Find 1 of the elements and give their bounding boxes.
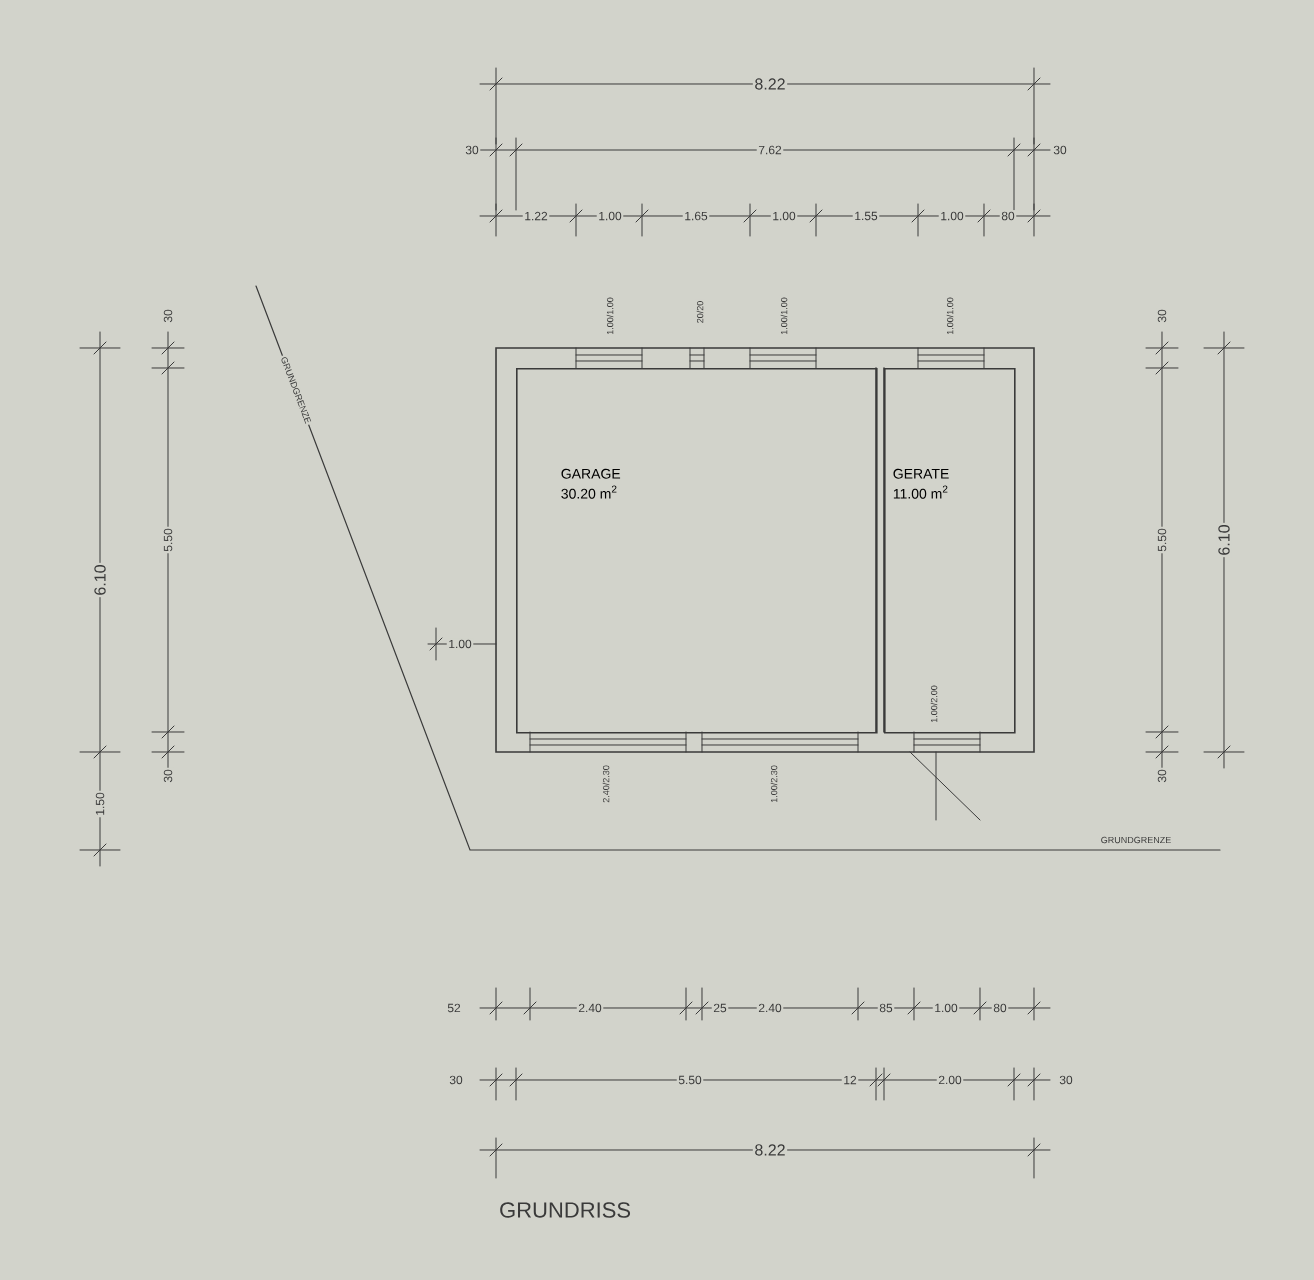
caption: GRUNDRISS (500, 1202, 631, 1218)
